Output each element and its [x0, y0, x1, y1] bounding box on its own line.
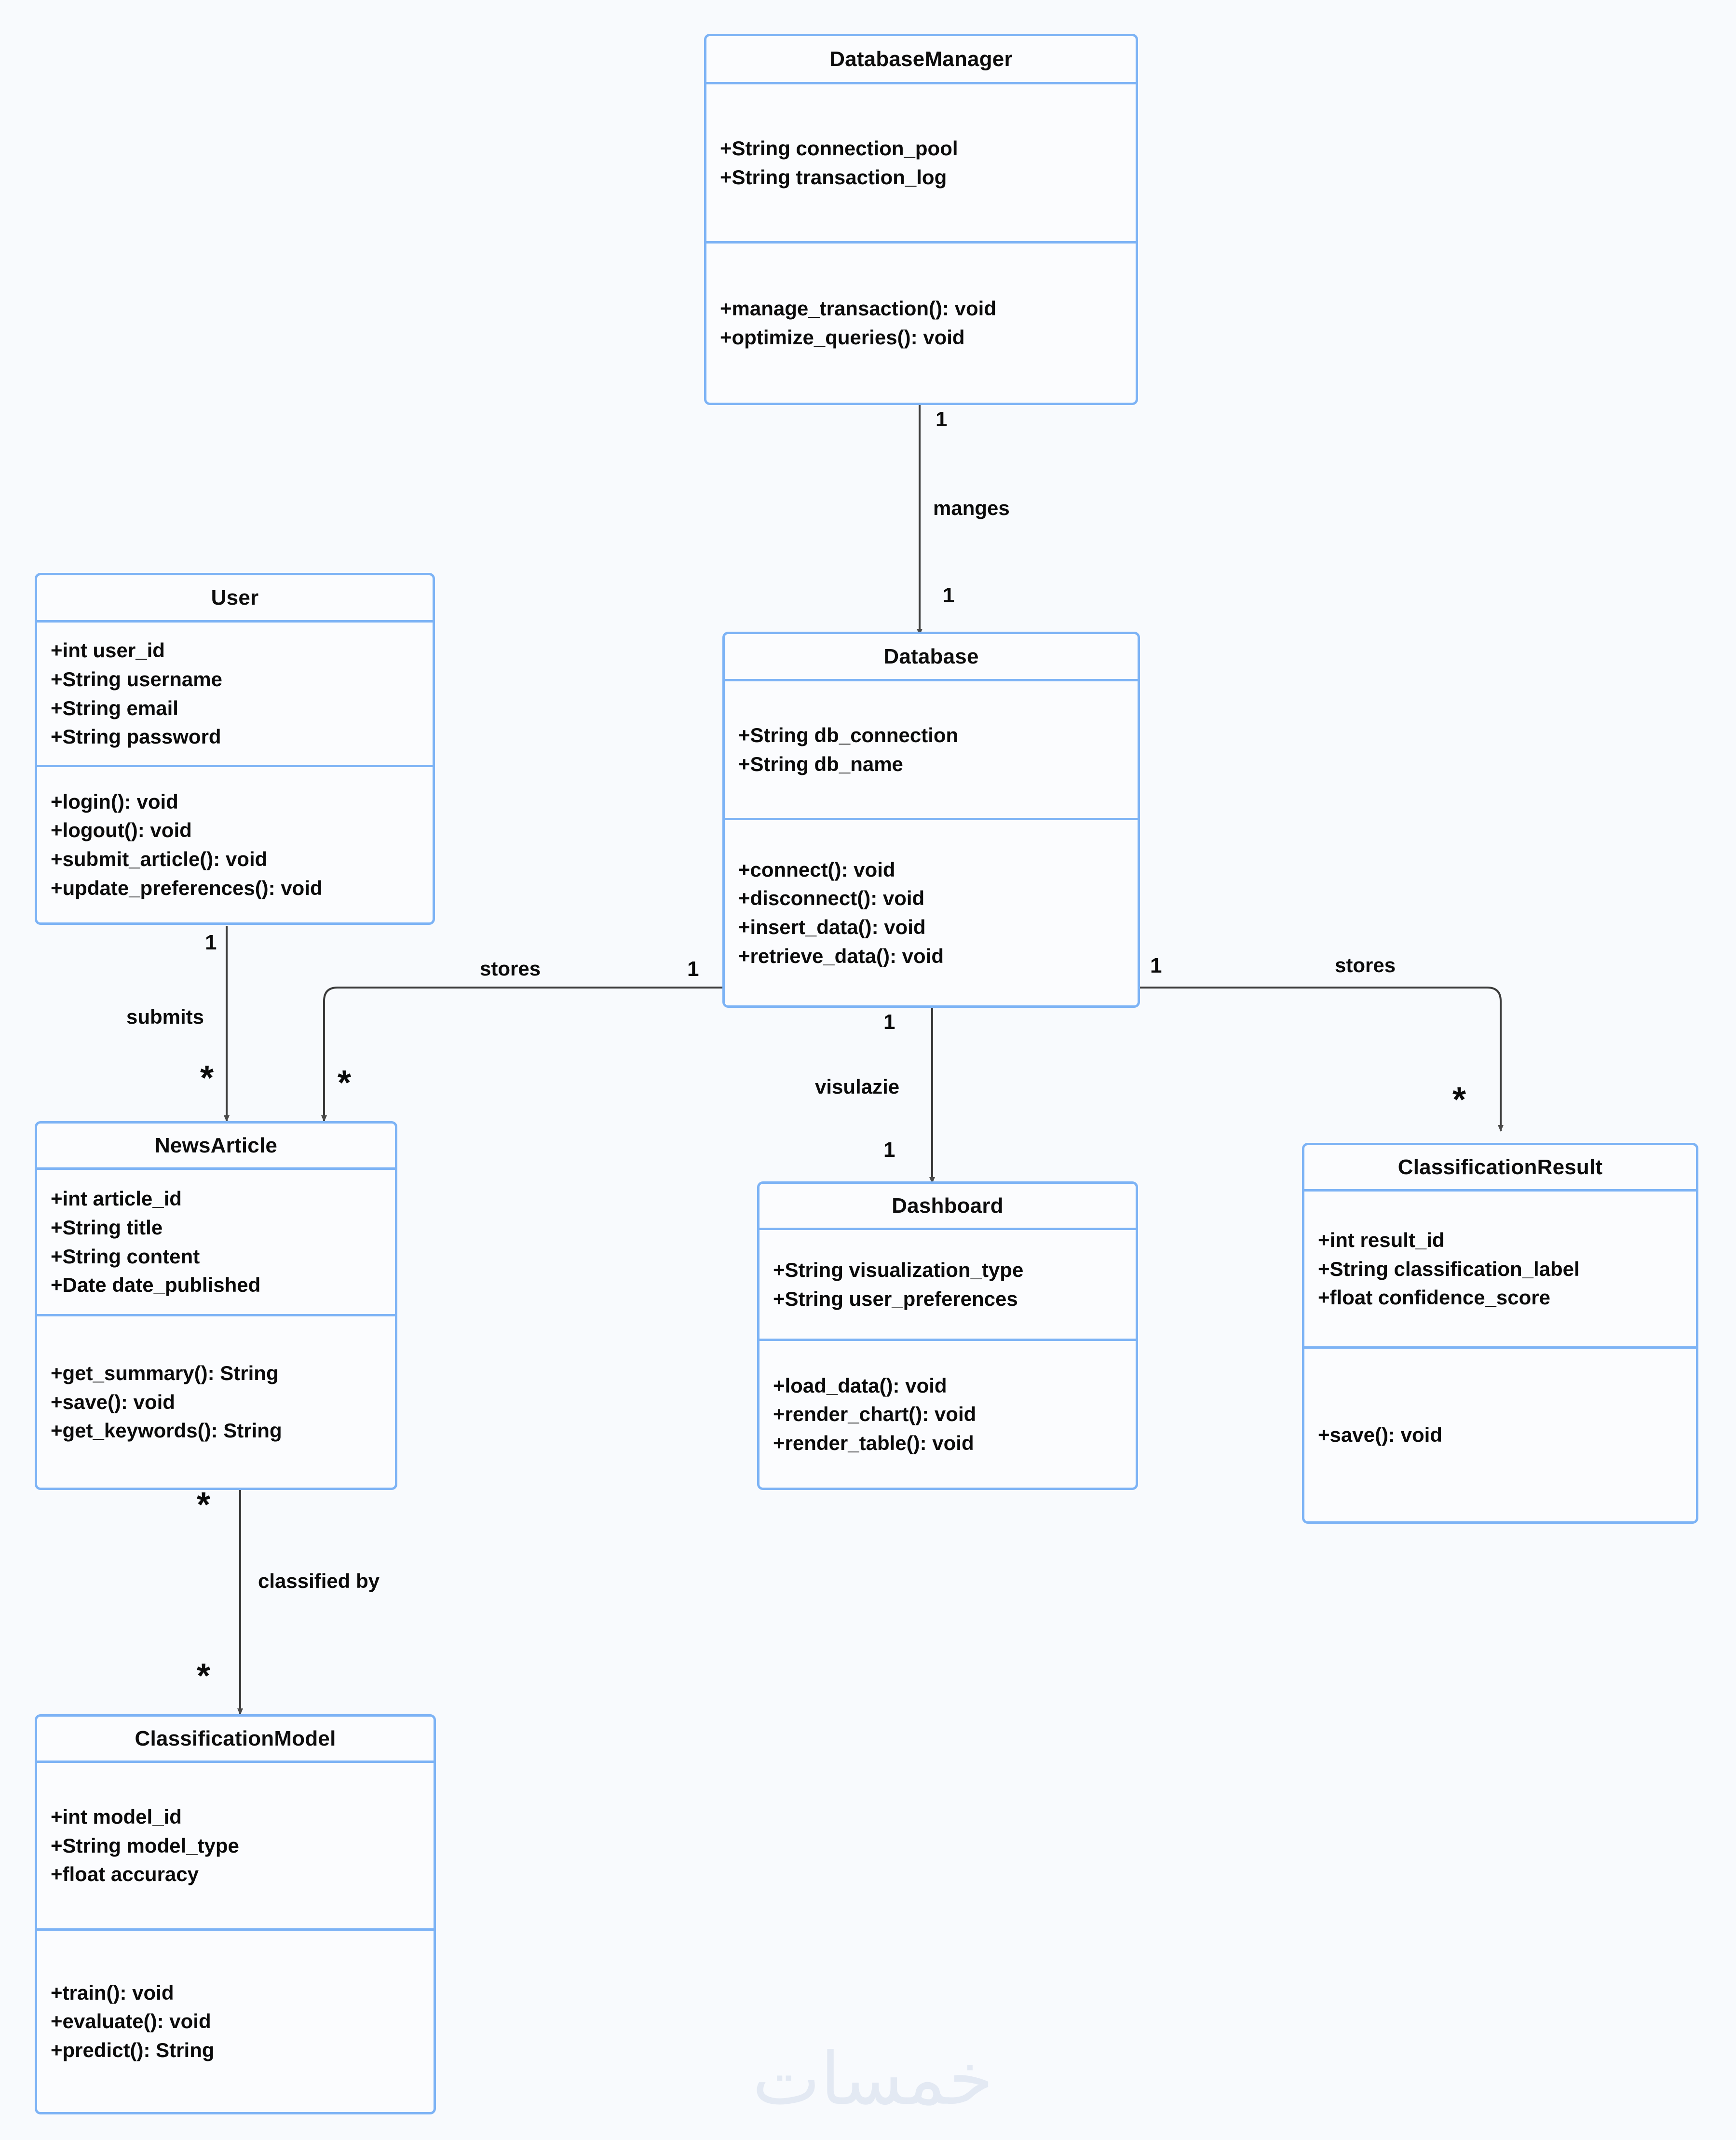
class-attribute: +Date date_published [51, 1273, 261, 1297]
multiplicity-visualize-target: 1 [883, 1138, 895, 1162]
class-box-databasemanager[interactable]: DatabaseManager +String connection_pool … [704, 34, 1138, 405]
class-method: +manage_transaction(): void [720, 297, 996, 320]
class-method: +evaluate(): void [51, 2010, 211, 2033]
class-attribute: +String title [51, 1216, 163, 1239]
class-attribute: +float accuracy [51, 1863, 199, 1886]
class-attribute: +int result_id [1318, 1229, 1445, 1252]
class-box-dashboard[interactable]: Dashboard +String visualization_type +St… [757, 1181, 1138, 1490]
class-attribute: +String password [51, 725, 221, 748]
multiplicity-manages-source: 1 [936, 407, 948, 431]
class-methods-newsarticle: +get_summary(): String +save(): void +ge… [37, 1316, 395, 1488]
class-box-classificationmodel[interactable]: ClassificationModel +int model_id +Strin… [35, 1714, 436, 2114]
class-attributes-classificationresult: +int result_id +String classification_la… [1304, 1192, 1696, 1349]
edge-label-manages: manges [933, 497, 1010, 519]
class-attributes-user: +int user_id +String username +String em… [37, 623, 433, 767]
class-methods-databasemanager: +manage_transaction(): void +optimize_qu… [706, 244, 1136, 403]
multiplicity-stores-result-target: * [1452, 1081, 1466, 1119]
multiplicity-visualize-source: 1 [883, 1010, 895, 1034]
multiplicity-submits-source: 1 [205, 931, 217, 954]
class-attribute: +String transaction_log [720, 165, 947, 189]
class-method: +save(): void [51, 1390, 175, 1413]
watermark: خمسات [752, 2037, 994, 2121]
class-methods-classificationresult: +save(): void [1304, 1349, 1696, 1521]
class-attribute: +int model_id [51, 1805, 182, 1828]
class-attribute: +String db_name [738, 752, 903, 775]
class-methods-dashboard: +load_data(): void +render_chart(): void… [760, 1341, 1136, 1488]
edge-label-stores-article: stores [480, 957, 541, 980]
edge-label-classified-by: classified by [258, 1570, 380, 1592]
class-attributes-newsarticle: +int article_id +String title +String co… [37, 1170, 395, 1316]
class-method: +get_summary(): String [51, 1362, 279, 1385]
class-method: +render_chart(): void [773, 1403, 976, 1426]
multiplicity-classified-source: * [197, 1486, 211, 1524]
class-title-user: User [37, 575, 433, 623]
class-method: +optimize_queries(): void [720, 326, 965, 349]
class-methods-classificationmodel: +train(): void +evaluate(): void +predic… [37, 1931, 434, 2112]
class-attribute: +String user_preferences [773, 1287, 1018, 1310]
class-method: +insert_data(): void [738, 916, 926, 938]
class-box-database[interactable]: Database +String db_connection +String d… [722, 632, 1140, 1008]
edge-database-newsarticle [321, 987, 722, 1122]
class-box-user[interactable]: User +int user_id +String username +Stri… [35, 573, 435, 925]
class-title-database: Database [725, 634, 1138, 681]
class-title-classificationmodel: ClassificationModel [37, 1717, 434, 1763]
edge-label-submits: submits [126, 1005, 204, 1028]
class-attribute: +int user_id [51, 639, 165, 662]
class-method: +logout(): void [51, 819, 192, 842]
class-method: +get_keywords(): String [51, 1419, 282, 1442]
class-title-dashboard: Dashboard [760, 1184, 1136, 1230]
class-attributes-dashboard: +String visualization_type +String user_… [760, 1230, 1136, 1341]
multiplicity-stores-result-source: 1 [1150, 954, 1162, 977]
class-methods-database: +connect(): void +disconnect(): void +in… [725, 820, 1138, 1005]
multiplicity-submits-target: * [200, 1059, 214, 1097]
class-attribute: +String content [51, 1245, 200, 1268]
class-attribute: +String visualization_type [773, 1258, 1024, 1281]
class-attributes-databasemanager: +String connection_pool +String transact… [706, 84, 1136, 244]
class-method: +disconnect(): void [738, 887, 925, 910]
class-attribute: +String email [51, 696, 178, 719]
edge-label-stores-result: stores [1335, 954, 1396, 976]
class-title-newsarticle: NewsArticle [37, 1124, 395, 1170]
class-method: +save(): void [1318, 1423, 1442, 1447]
multiplicity-stores-article-source: 1 [687, 957, 699, 981]
multiplicity-stores-article-target: * [338, 1064, 352, 1102]
class-method: +login(): void [51, 790, 178, 813]
class-method: +submit_article(): void [51, 848, 268, 870]
class-method: +load_data(): void [773, 1374, 947, 1397]
class-attribute: +String db_connection [738, 723, 959, 746]
class-box-newsarticle[interactable]: NewsArticle +int article_id +String titl… [35, 1121, 397, 1490]
class-method: +render_table(): void [773, 1431, 974, 1454]
class-attribute: +String classification_label [1318, 1257, 1580, 1280]
class-method: +train(): void [51, 1981, 174, 2004]
class-attributes-database: +String db_connection +String db_name [725, 681, 1138, 820]
class-method: +retrieve_data(): void [738, 944, 944, 967]
class-attribute: +int article_id [51, 1187, 182, 1210]
class-attributes-classificationmodel: +int model_id +String model_type +float … [37, 1763, 434, 1931]
class-methods-user: +login(): void +logout(): void +submit_a… [37, 767, 433, 922]
class-box-classificationresult[interactable]: ClassificationResult +int result_id +Str… [1302, 1143, 1698, 1524]
edge-database-classificationresult [1140, 987, 1504, 1132]
edge-label-visualize: visulazie [815, 1075, 900, 1098]
multiplicity-manages-target: 1 [943, 583, 955, 607]
class-attribute: +String model_type [51, 1834, 239, 1857]
multiplicity-classified-target: * [197, 1657, 211, 1695]
class-title-databasemanager: DatabaseManager [706, 36, 1136, 84]
class-method: +update_preferences(): void [51, 876, 323, 899]
class-method: +connect(): void [738, 858, 895, 881]
class-attribute: +String username [51, 667, 222, 691]
class-method: +predict(): String [51, 2038, 215, 2061]
class-title-classificationresult: ClassificationResult [1304, 1145, 1696, 1192]
class-attribute: +float confidence_score [1318, 1286, 1550, 1309]
class-attribute: +String connection_pool [720, 136, 958, 160]
